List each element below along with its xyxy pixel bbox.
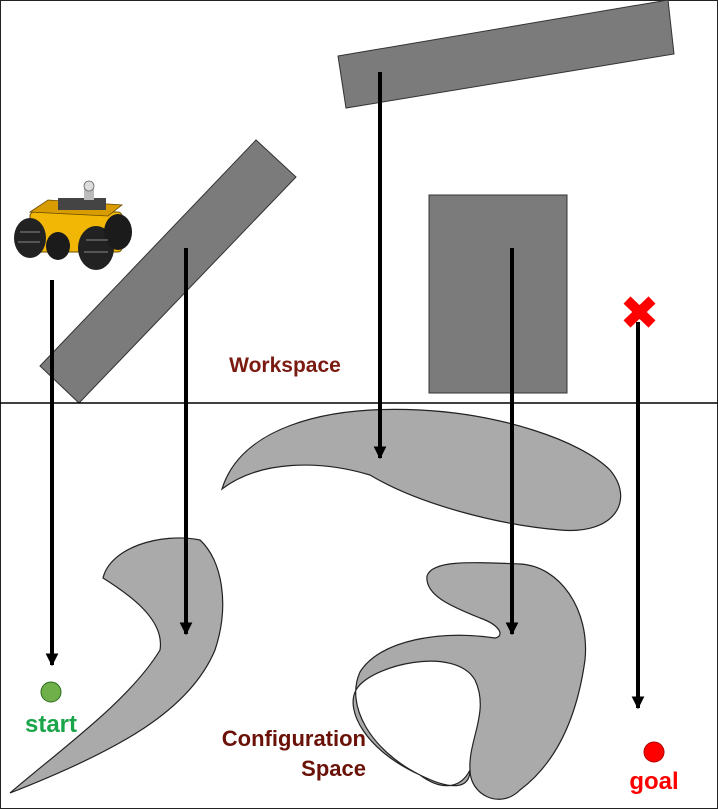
start-point (40, 681, 62, 703)
workspace-obstacle-diagonal (39, 139, 297, 404)
start-label: start (25, 711, 77, 738)
rover-robot-icon (14, 180, 132, 270)
config-obstacle-right (352, 562, 587, 800)
goal-point (643, 741, 665, 763)
space-label: Space (301, 756, 366, 781)
config-obstacle-left (9, 537, 224, 794)
workspace-label: Workspace (229, 354, 341, 377)
configuration-label: Configuration (222, 726, 366, 751)
config-obstacle-top (220, 408, 622, 532)
goal-label: goal (629, 768, 678, 795)
x-mark-icon (623, 296, 656, 328)
workspace-obstacle-top-bar (337, 0, 675, 109)
workspace-obstacle-rectangle (428, 194, 568, 394)
